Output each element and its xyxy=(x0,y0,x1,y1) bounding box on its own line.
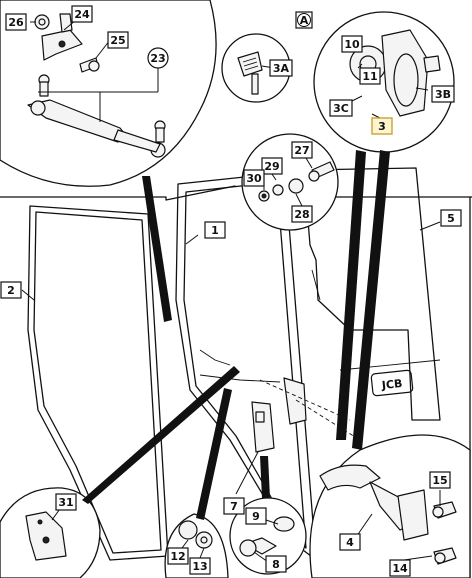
svg-text:23: 23 xyxy=(150,52,165,65)
key-callout xyxy=(221,33,291,103)
main-panel-frame xyxy=(0,185,472,201)
svg-text:11: 11 xyxy=(362,70,377,83)
svg-text:24: 24 xyxy=(74,8,90,21)
label-8: 8 xyxy=(265,555,287,573)
strut-leader-23 xyxy=(38,66,159,122)
svg-text:4: 4 xyxy=(346,536,354,549)
svg-text:3A: 3A xyxy=(273,62,290,75)
label-10: 10 xyxy=(341,35,363,53)
label-1: 1 xyxy=(204,221,226,239)
callout-bands xyxy=(82,150,390,520)
label-4: 4 xyxy=(339,533,361,551)
svg-text:5: 5 xyxy=(447,212,455,225)
svg-text:14: 14 xyxy=(392,562,408,575)
svg-text:3C: 3C xyxy=(333,102,349,115)
label-24: 24 xyxy=(71,5,93,23)
label-3B: 3B xyxy=(431,85,455,103)
label-14: 14 xyxy=(389,559,411,577)
label-28: 28 xyxy=(291,205,313,223)
jcb-logo: JCB xyxy=(370,369,414,397)
svg-text:30: 30 xyxy=(246,172,262,185)
label-15: 15 xyxy=(429,471,451,489)
svg-text:7: 7 xyxy=(230,500,238,513)
svg-text:8: 8 xyxy=(272,558,280,571)
svg-text:15: 15 xyxy=(432,474,447,487)
gas-strut-callout xyxy=(0,0,217,187)
label-25: 25 xyxy=(107,31,129,49)
jcb-logo-text: JCB xyxy=(380,377,403,392)
label-3A: 3A xyxy=(269,59,293,77)
label-9: 9 xyxy=(245,507,267,525)
handle-callout xyxy=(309,434,471,578)
svg-text:3: 3 xyxy=(378,120,386,133)
label-7: 7 xyxy=(223,497,245,515)
label-11: 11 xyxy=(359,67,381,85)
label-3C: 3C xyxy=(329,99,353,117)
alignment-dashes xyxy=(259,379,361,441)
bolt-25 xyxy=(79,57,100,73)
svg-text:12: 12 xyxy=(170,550,185,563)
door-latch-body xyxy=(251,377,307,453)
label-5: 5 xyxy=(440,209,462,227)
gas-strut xyxy=(27,74,166,158)
svg-text:2: 2 xyxy=(7,284,15,297)
door-glass: JCB xyxy=(303,167,441,421)
label-23: 23 xyxy=(147,47,169,69)
label-27: 27 xyxy=(291,141,313,159)
svg-text:9: 9 xyxy=(252,510,260,523)
nut-26 xyxy=(34,14,50,30)
svg-text:A: A xyxy=(300,14,309,27)
svg-text:31: 31 xyxy=(58,496,73,509)
label-12: 12 xyxy=(167,547,189,565)
svg-text:27: 27 xyxy=(294,144,309,157)
view-marker-a: A xyxy=(295,11,313,29)
svg-text:29: 29 xyxy=(264,160,279,173)
label-29: 29 xyxy=(261,157,283,175)
svg-text:10: 10 xyxy=(344,38,360,51)
label-3: 3 xyxy=(371,117,393,135)
label-31: 31 xyxy=(55,493,77,511)
strut-bracket xyxy=(41,13,83,61)
svg-text:25: 25 xyxy=(110,34,125,47)
label-13: 13 xyxy=(189,557,211,575)
svg-text:1: 1 xyxy=(211,224,219,237)
label-2: 2 xyxy=(0,281,22,299)
label-30: 30 xyxy=(243,169,265,187)
svg-text:3B: 3B xyxy=(435,88,451,101)
svg-text:13: 13 xyxy=(192,560,207,573)
svg-text:28: 28 xyxy=(294,208,309,221)
door-frame xyxy=(175,175,317,561)
label-26: 26 xyxy=(5,13,27,31)
svg-text:26: 26 xyxy=(8,16,24,29)
